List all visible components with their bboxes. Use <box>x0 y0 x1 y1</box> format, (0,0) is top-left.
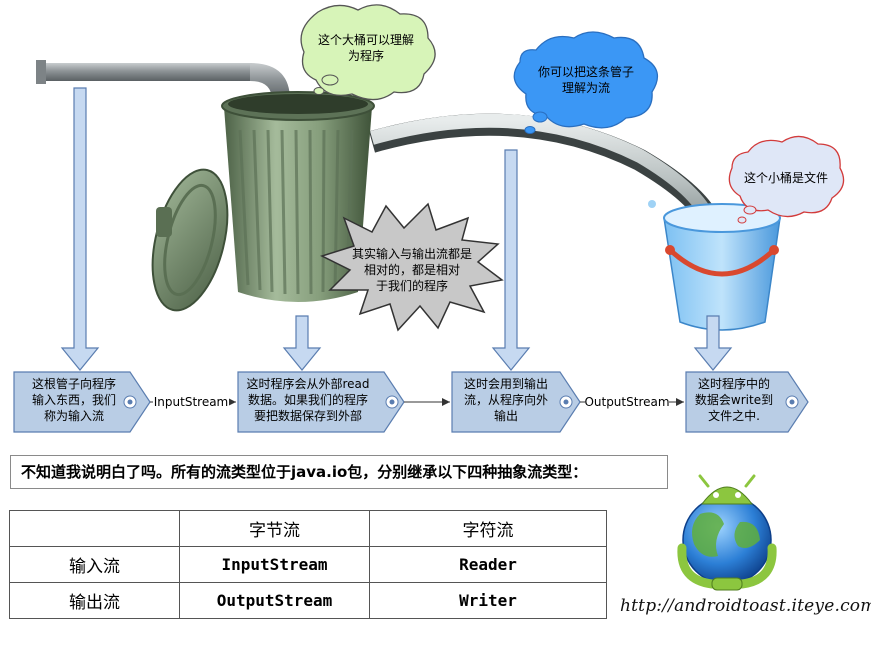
cell-outputstream: OutputStream <box>179 582 370 619</box>
svg-text:OutputStream: OutputStream <box>584 395 669 409</box>
down-arrow-2 <box>282 315 322 371</box>
cloud-file: 这个小桶是文件 <box>728 135 845 224</box>
text-line: 要把数据保存到外部 <box>254 408 362 423</box>
connector-middle-arrowhead <box>442 398 450 406</box>
table-header-row: 字节流 字符流 <box>9 510 607 547</box>
android-globe-logo <box>677 474 777 591</box>
text-line: 这时程序中的 <box>698 376 770 391</box>
table-header-char-stream: 字符流 <box>369 510 607 547</box>
cloud-pipe: 你可以把这条管子理解为流 <box>513 31 659 134</box>
text-line: 数据。如果我们的程序 <box>248 392 368 407</box>
row-label-output: 输出流 <box>9 582 180 619</box>
table-header-corner <box>9 510 180 547</box>
text-line: 输入东西，我们 <box>32 392 116 407</box>
flow-box-4: 这时程序中的数据会write到文件之中. <box>685 371 809 433</box>
table-header-byte-stream: 字节流 <box>179 510 370 547</box>
water-bucket-file <box>648 200 781 331</box>
trash-can-program <box>151 91 375 312</box>
svg-text:这个小桶是文件: 这个小桶是文件 <box>744 170 828 185</box>
cell-inputstream: InputStream <box>179 546 370 583</box>
svg-text:这时程序中的数据会write到文件之中.: 这时程序中的数据会write到文件之中. <box>695 376 773 423</box>
java-io-note: 不知道我说明白了吗。所有的流类型位于java.io包，分别继承以下四种抽象流类型… <box>10 455 668 489</box>
text-line: 这时程序会从外部read <box>246 376 369 391</box>
down-arrow-4 <box>693 315 733 371</box>
svg-text:这个大桶可以理解为程序: 这个大桶可以理解为程序 <box>318 32 414 63</box>
svg-text:这时会用到输出流，从程序向外输出: 这时会用到输出流，从程序向外输出 <box>464 376 548 423</box>
flow-box-1: 这根管子向程序输入东西，我们称为输入流 <box>13 371 151 433</box>
connector-output-stream: OutputStream <box>580 394 684 410</box>
table-row: 输入流 InputStream Reader <box>9 546 607 583</box>
text-line: 这个大桶可以理解 <box>318 32 414 47</box>
starburst-relative-note: 其实输入与输出流都是相对的，都是相对于我们的程序 <box>320 202 504 332</box>
table-row: 输出流 OutputStream Writer <box>9 582 607 619</box>
text-line: 相对的，都是相对 <box>364 262 460 277</box>
text-line: 为程序 <box>348 48 384 63</box>
text-line: InputStream <box>154 395 229 409</box>
row-label-input: 输入流 <box>9 546 180 583</box>
cell-reader: Reader <box>369 546 607 583</box>
text-line: 称为输入流 <box>44 408 104 423</box>
input-pipe <box>36 60 294 106</box>
svg-text:其实输入与输出流都是相对的，都是相对于我们的程序: 其实输入与输出流都是相对的，都是相对于我们的程序 <box>352 246 472 293</box>
text-line: OutputStream <box>584 395 669 409</box>
flow-box-3: 这时会用到输出流，从程序向外输出 <box>451 371 581 433</box>
down-arrows <box>60 87 733 371</box>
text-line: 这时会用到输出 <box>464 376 548 391</box>
text-line: 于我们的程序 <box>376 278 448 293</box>
text-line: 你可以把这条管子 <box>538 64 634 79</box>
svg-text:InputStream: InputStream <box>154 395 229 409</box>
text-line: 文件之中. <box>708 408 760 423</box>
svg-text:你可以把这条管子理解为流: 你可以把这条管子理解为流 <box>538 64 634 95</box>
text-line: 输出 <box>494 408 518 423</box>
cell-writer: Writer <box>369 582 607 619</box>
text-line: 理解为流 <box>562 81 610 95</box>
text-line: 这根管子向程序 <box>32 376 116 391</box>
stream-types-table: 字节流 字符流 输入流 InputStream Reader 输出流 Outpu… <box>9 510 607 619</box>
text-line: 其实输入与输出流都是 <box>352 246 472 261</box>
cloud-program: 这个大桶可以理解为程序 <box>300 4 436 101</box>
connector-input-stream: InputStream <box>150 394 236 410</box>
watermark-url: http://androidtoast.iteye.com/ <box>620 596 871 616</box>
down-arrow-3 <box>491 149 531 371</box>
text-line: 数据会write到 <box>695 392 773 407</box>
output-hose <box>369 113 723 231</box>
svg-text:这根管子向程序输入东西，我们称为输入流: 这根管子向程序输入东西，我们称为输入流 <box>32 376 116 423</box>
text-line: 流，从程序向外 <box>464 392 548 407</box>
down-arrow-1 <box>60 87 100 371</box>
text-line: 这个小桶是文件 <box>744 170 828 185</box>
